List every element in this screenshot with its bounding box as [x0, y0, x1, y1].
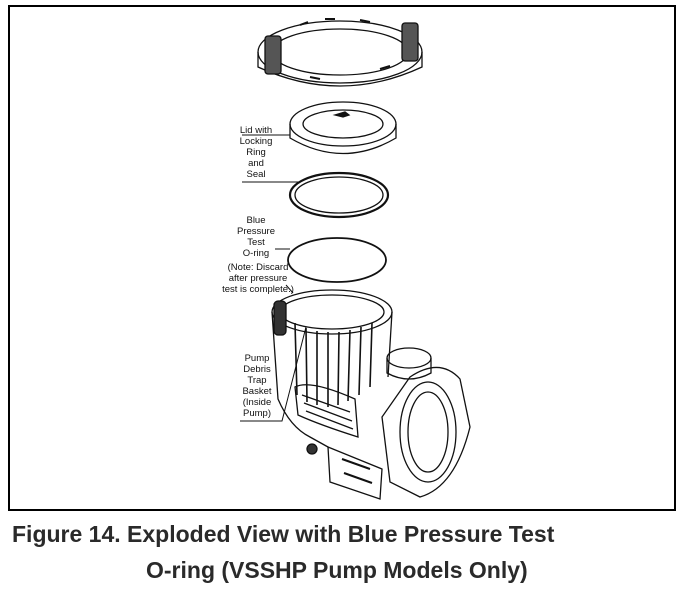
callout-note: (Note: Discard after pressure test is co…: [222, 262, 294, 295]
figure-caption-line1: Figure 14. Exploded View with Blue Press…: [12, 521, 555, 547]
figure-frame: Lid with Locking Ring and Seal Blue Pres…: [8, 5, 676, 511]
figure-caption-line2: O-ring (VSSHP Pump Models Only): [146, 557, 528, 583]
callout-lid: Lid with Locking Ring and Seal: [239, 125, 273, 180]
lid: [289, 101, 397, 155]
pump-exploded-diagram: [240, 18, 471, 500]
leader-lines: [240, 134, 307, 422]
callout-basket: Pump Debris Trap Basket (Inside Pump): [242, 353, 272, 419]
lid-seal: [288, 171, 390, 219]
locking-ring: [257, 18, 423, 87]
callout-oring: Blue Pressure Test O-ring: [236, 215, 275, 259]
pressure-test-oring: [287, 237, 387, 283]
pump-body: [271, 289, 471, 500]
